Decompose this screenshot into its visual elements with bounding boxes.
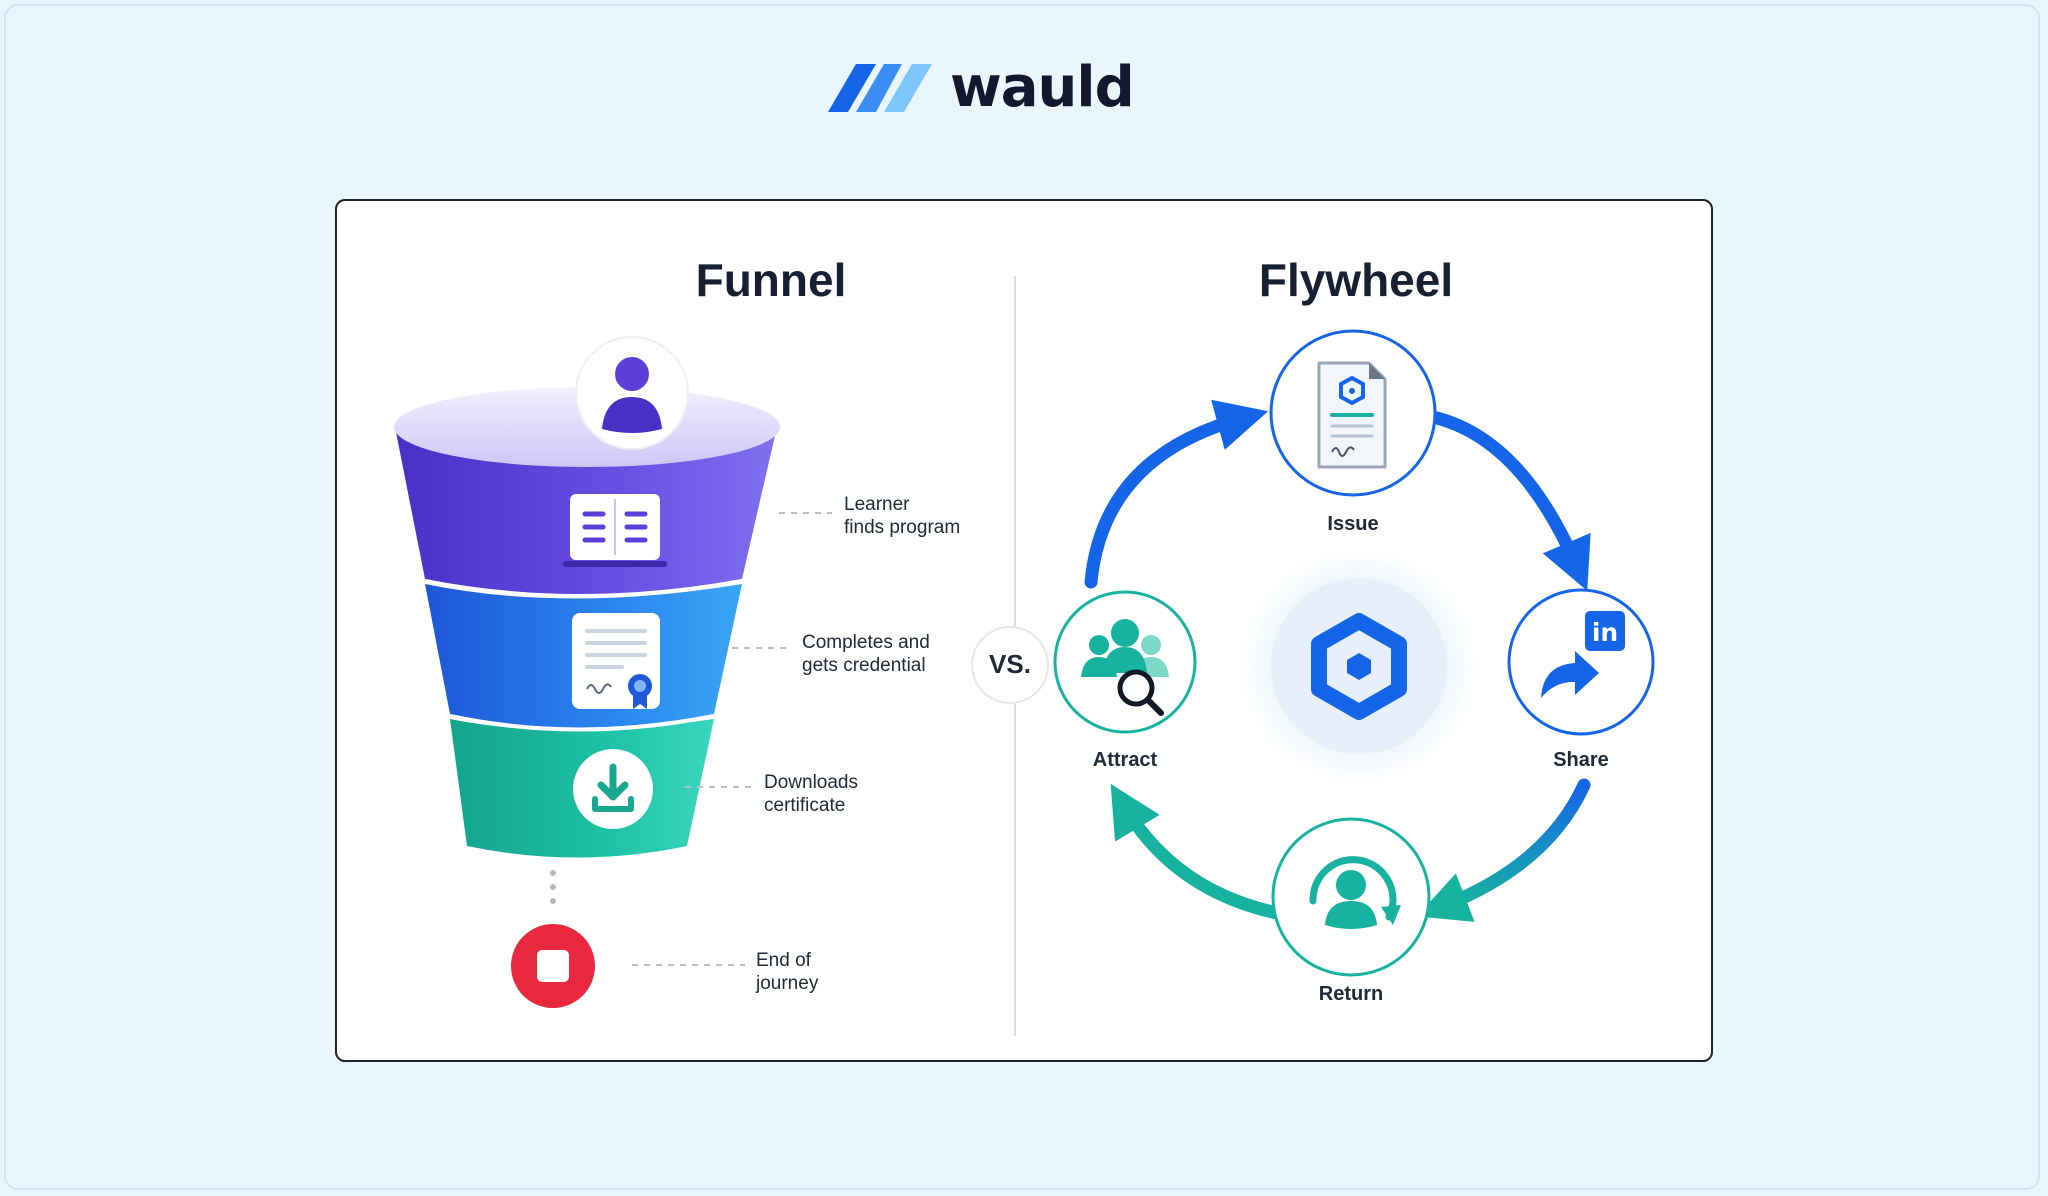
vs-label: VS. [989, 649, 1031, 679]
page-frame [4, 4, 2040, 1190]
funnel-stage-label-2: Completes and gets credential [802, 632, 930, 676]
svg-text:in: in [1592, 618, 1618, 647]
arrow-attract-to-issue [1084, 399, 1269, 589]
diagram-canvas: in [394, 329, 1655, 1008]
arrow-issue-to-share [1430, 411, 1591, 591]
funnel-connector [550, 870, 556, 904]
vs-badge [971, 626, 1049, 704]
arrow-share-to-return [1416, 778, 1591, 922]
funnel-title: Funnel [695, 254, 847, 306]
comparison-card: Funnel Flywheel [335, 199, 1713, 1062]
certificate-icon [572, 613, 660, 709]
return-user-icon [1271, 817, 1431, 977]
flywheel-diagram: in [971, 329, 1655, 977]
attract-group-icon [1053, 590, 1197, 734]
flywheel-node-label-issue: Issue [1327, 513, 1379, 535]
wauld-logo-icon [828, 64, 932, 112]
brand-logo: wauld [826, 55, 1135, 120]
funnel-stage-label-4: End of journey [756, 950, 819, 994]
brand-name: wauld [950, 55, 1135, 120]
flywheel-title: Flywheel [1258, 254, 1454, 306]
book-icon [563, 494, 667, 567]
flywheel-node-label-attract: Attract [1092, 749, 1158, 771]
flywheel-node-label-return: Return [1318, 983, 1384, 1005]
flywheel-node-label-share: Share [1553, 749, 1609, 771]
document-icon [1269, 329, 1437, 497]
download-icon [573, 749, 653, 829]
stop-icon [511, 924, 595, 1008]
funnel-diagram [394, 336, 832, 1008]
user-icon [575, 336, 689, 450]
funnel-stage-label-3: Downloads certificate [764, 772, 858, 816]
arrow-return-to-attract [1110, 783, 1284, 920]
linkedin-share-icon: in [1507, 588, 1655, 736]
funnel-stage-label-1: Learner finds program [844, 494, 961, 538]
hexagon-logo-icon [1311, 613, 1407, 720]
